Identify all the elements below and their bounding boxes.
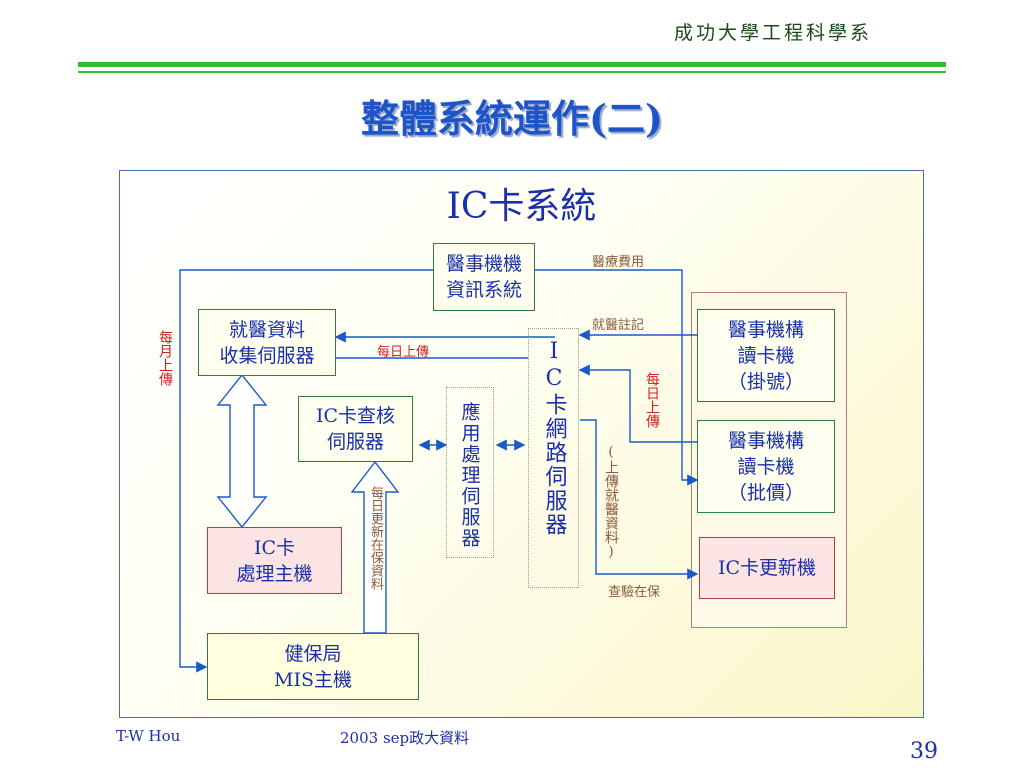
nhi-host-box: 健保局 MIS主機 [207, 633, 419, 700]
fee-label: 醫療費用 [592, 255, 645, 270]
his-box: 醫事機機 資訊系統 [433, 243, 535, 311]
register-label: 就醫註記 [592, 318, 645, 333]
reader-billing-box: 醫事機構 讀卡機 （批價） [697, 420, 835, 513]
header-rule-thick [78, 62, 946, 67]
net-server-box: IC卡網路伺服器 [528, 328, 579, 588]
daily-upload-vert-label: 每日上傳 [644, 372, 660, 428]
header-rule-thin [78, 71, 946, 73]
net-server-label: IC卡網路伺服器 [541, 339, 567, 537]
query-server-box: IC卡查核 伺服器 [298, 396, 413, 462]
upload-records-label: (上傳就醫資料) [603, 444, 619, 560]
slide-title: 整體系統運作(二) [361, 96, 663, 141]
footer-author: T-W Hou [116, 727, 181, 745]
page-number: 39 [910, 739, 938, 764]
diagram-title: IC卡系統 [446, 186, 597, 227]
fee-line [535, 269, 699, 486]
collect-host-double-arrow [216, 373, 268, 529]
monthly-upload-line [179, 269, 433, 673]
monthly-upload-label: 每月上傳 [157, 330, 173, 386]
daily-update-label: 每日更新在保資料 [366, 486, 385, 590]
app-server-label: 應用處理伺服器 [458, 402, 481, 549]
reader-register-box: 醫事機構 讀卡機 （掛號） [697, 309, 835, 402]
daily-upload-label: 每日上傳 [377, 345, 430, 360]
ic-host-box: IC卡 處理主機 [207, 527, 342, 594]
collect-server-box: 就醫資料 收集伺服器 [198, 309, 336, 376]
footer-source: 2003 sep政大資料 [340, 729, 470, 747]
upload-records-line [580, 419, 699, 580]
department-label: 成功大學工程科學系 [673, 22, 872, 44]
ic-updater-box: IC卡更新機 [699, 537, 835, 599]
daily-upload-vert-line [578, 364, 697, 443]
app-server-box: 應用處理伺服器 [446, 387, 494, 558]
verify-label: 查驗在保 [608, 585, 661, 600]
